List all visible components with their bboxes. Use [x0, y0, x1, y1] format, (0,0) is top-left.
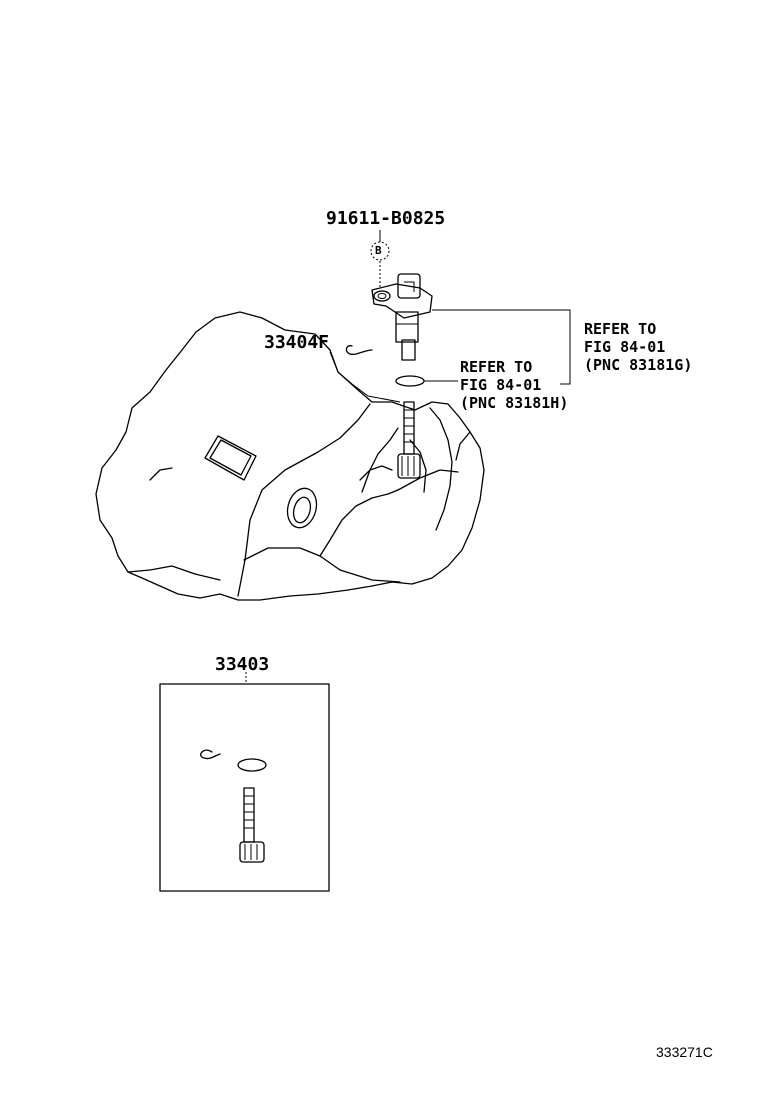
kit-box	[159, 683, 330, 892]
driven-gear-shaft	[397, 401, 421, 479]
drawing-code: 333271C	[656, 1044, 713, 1060]
o-ring	[395, 375, 425, 387]
ref-lower-label: REFER TO FIG 84-01 (PNC 83181H)	[460, 358, 568, 412]
kit-part-number: 33403	[215, 654, 270, 675]
clip-part-number: 33404F	[264, 332, 330, 353]
kit-o-ring	[237, 758, 267, 772]
ref-upper-line3: (PNC 83181G)	[584, 356, 693, 374]
ref-lower-line2: FIG 84-01	[460, 376, 542, 394]
clip-33404f	[345, 345, 373, 356]
ref-lower-line3: (PNC 83181H)	[460, 394, 569, 412]
ref-upper-bracket	[432, 309, 571, 385]
ref-lower-line1: REFER TO	[460, 358, 533, 376]
kit-gear-shaft	[239, 787, 265, 863]
kit-clip	[200, 749, 221, 760]
bolt-part-number: 91611-B0825	[326, 208, 446, 229]
ref-upper-line1: REFER TO	[584, 320, 657, 338]
ref-upper-line2: FIG 84-01	[584, 338, 666, 356]
transmission-case	[95, 311, 485, 601]
speed-sensor	[371, 273, 433, 361]
ref-upper-label: REFER TO FIG 84-01 (PNC 83181G)	[584, 320, 692, 374]
bolt-ref-letter: B	[375, 244, 382, 257]
bolt-ref-circle	[370, 241, 390, 261]
